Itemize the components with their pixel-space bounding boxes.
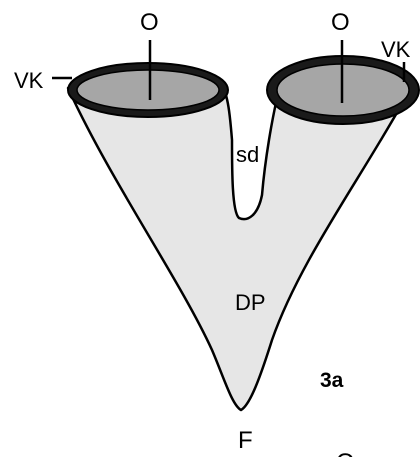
- body-shape: [66, 84, 409, 412]
- label-opening-left: O: [140, 9, 159, 36]
- label-rim-left: VK: [14, 68, 44, 93]
- opening-left: [76, 69, 220, 111]
- label-tip: F: [238, 427, 253, 454]
- label-partial-bottom: O: [336, 449, 355, 457]
- label-body: DP: [235, 290, 266, 315]
- label-rim-right: VK: [381, 37, 411, 62]
- label-panel: 3a: [320, 369, 344, 392]
- label-septum: sd: [236, 142, 259, 167]
- label-opening-right: O: [331, 9, 350, 36]
